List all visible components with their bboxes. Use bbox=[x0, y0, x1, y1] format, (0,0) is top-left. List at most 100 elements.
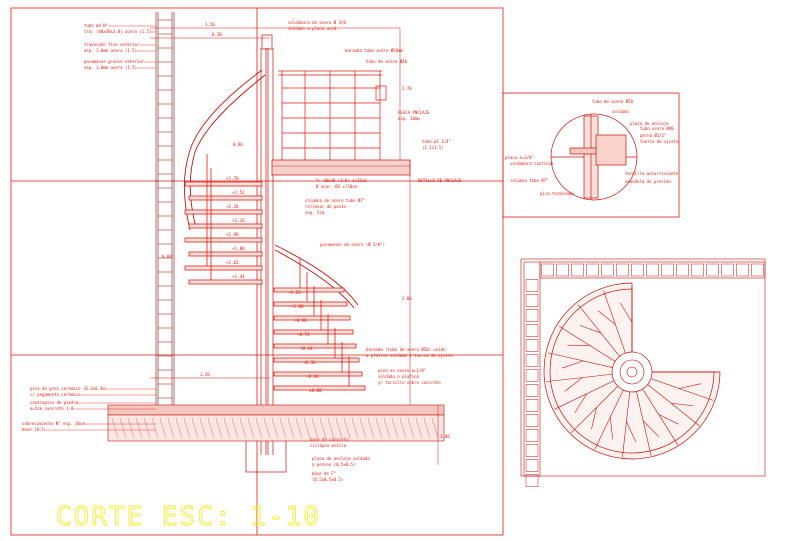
hatch-line bbox=[367, 417, 375, 439]
foundation-hatch bbox=[111, 417, 439, 439]
wall-block bbox=[586, 263, 599, 277]
note-n20: DETALLE DE ANCLAJE bbox=[418, 178, 462, 183]
note-n25: soldado a platina bbox=[378, 374, 420, 379]
wall-block bbox=[706, 263, 719, 277]
stair-tread bbox=[184, 209, 263, 215]
tread-nosing bbox=[591, 407, 597, 430]
note-n35: placa de anclaje soldada bbox=[312, 456, 370, 461]
tread-edge bbox=[554, 380, 615, 410]
detail-note: placa e=3/8" bbox=[505, 155, 534, 160]
note-n38: (0.5x0.5x0.5) bbox=[312, 477, 343, 482]
hatch-line bbox=[391, 417, 399, 439]
hatch-line bbox=[319, 417, 327, 439]
dimension-label: 1.20 bbox=[205, 22, 215, 27]
note-n29: contrapiso de piedra bbox=[30, 400, 79, 405]
wall-block bbox=[525, 339, 539, 352]
hatch-line bbox=[295, 417, 303, 439]
note-n1: tubo ø4 N° bbox=[84, 23, 108, 28]
hatch-line bbox=[151, 417, 159, 439]
tread-edge bbox=[578, 304, 620, 357]
note-n30: e=5cm concreto 1:8 bbox=[30, 406, 74, 411]
hatch-line bbox=[271, 417, 279, 439]
stair-tread bbox=[273, 329, 354, 335]
stair-tread bbox=[273, 287, 345, 293]
hatch-line bbox=[343, 417, 351, 439]
note-n6: esp. 1.0mm acero (1.5) bbox=[84, 65, 137, 70]
wall-block bbox=[525, 279, 539, 292]
hatch-line bbox=[127, 417, 135, 439]
tread-nosing bbox=[579, 325, 601, 334]
wall-block bbox=[601, 263, 614, 277]
tread-edge bbox=[603, 290, 626, 354]
wall-block bbox=[676, 263, 689, 277]
stair-tread bbox=[188, 279, 263, 285]
detail-note: soldado bbox=[612, 109, 629, 114]
dimension-label: 0.30 bbox=[212, 32, 222, 37]
level-label: +1.80 bbox=[232, 246, 245, 251]
tread-edge bbox=[636, 391, 652, 456]
plan-wall-top bbox=[539, 261, 766, 279]
tread-edge bbox=[548, 352, 613, 368]
detail-note: piso terminado bbox=[540, 191, 574, 196]
note-n12: esp. 10mm bbox=[398, 116, 420, 121]
detail-frame bbox=[502, 92, 680, 218]
hatch-line bbox=[375, 417, 383, 439]
stair-tread bbox=[273, 385, 366, 391]
wall-block-joints bbox=[158, 19, 172, 399]
wall-block bbox=[525, 444, 539, 457]
note-n15: Y: 40x40 (3.0) e/25cm bbox=[316, 178, 367, 183]
note-n10: tubo de acero Ø40 bbox=[366, 59, 408, 64]
note-n8: soldado a placa unid. bbox=[288, 26, 339, 31]
wall-block bbox=[751, 263, 764, 277]
stair-tread bbox=[188, 223, 263, 229]
wall-block bbox=[721, 263, 734, 277]
tread-nosing bbox=[562, 360, 584, 369]
hatch-line bbox=[111, 417, 119, 439]
note-n9: baranda tubo acero Ø50mm bbox=[345, 48, 403, 53]
hatch-line bbox=[311, 417, 319, 439]
stair-tread bbox=[273, 357, 360, 363]
tread-nosing bbox=[597, 310, 616, 326]
note-n18: rellenar de pasto bbox=[305, 204, 347, 209]
wall-block bbox=[525, 414, 539, 427]
hatch-line bbox=[183, 417, 191, 439]
note-n36: a pernos (0.5x0.5) bbox=[312, 462, 355, 467]
annotation-notes: tubo ø4 N°tra. (40x40x3.0) acero (1.5)tr… bbox=[22, 20, 462, 482]
dimension-label: 1.20 bbox=[200, 372, 210, 377]
note-n5: pasamanos grueso exterior bbox=[84, 59, 145, 64]
stair-tread bbox=[273, 301, 348, 307]
plan-wall-blocks bbox=[525, 263, 764, 487]
tread-nosing bbox=[626, 421, 637, 443]
hatch-line bbox=[167, 417, 175, 439]
level-label: ±0.00 bbox=[309, 388, 322, 393]
hatch-line bbox=[351, 417, 359, 439]
note-n34: ciclópeo mezcla bbox=[310, 443, 347, 448]
wall-block bbox=[691, 263, 704, 277]
tread-nosing bbox=[658, 414, 679, 425]
level-label: +1.44 bbox=[232, 274, 245, 279]
hatch-line bbox=[223, 417, 231, 439]
note-n21: pasamanos de acero (Ø 3/8") bbox=[320, 242, 385, 247]
tread-edge bbox=[650, 378, 714, 401]
note-n37: base de F° bbox=[312, 471, 336, 476]
plan-treads bbox=[546, 286, 718, 458]
wall-block bbox=[525, 294, 539, 307]
tread-edge bbox=[570, 385, 619, 434]
hatch-line bbox=[263, 417, 271, 439]
note-n19: esp. 5cm bbox=[305, 210, 325, 215]
upper-railing bbox=[278, 70, 387, 160]
detail-note: columna tubo Ø7" bbox=[510, 178, 549, 183]
note-n7: soldadura de acero Ø 3/8 bbox=[288, 20, 346, 25]
level-label: +2.34 bbox=[226, 204, 239, 209]
wall-block bbox=[525, 474, 539, 487]
level-label: +1.08 bbox=[291, 304, 304, 309]
main-frame bbox=[10, 7, 504, 536]
wall-block bbox=[571, 263, 584, 277]
level-label: +2.70 bbox=[226, 176, 239, 181]
wall-block bbox=[631, 263, 644, 277]
note-n17: columna de acero tubo Ø7" bbox=[305, 198, 365, 203]
hatch-line bbox=[407, 417, 415, 439]
wall-block bbox=[541, 263, 554, 277]
